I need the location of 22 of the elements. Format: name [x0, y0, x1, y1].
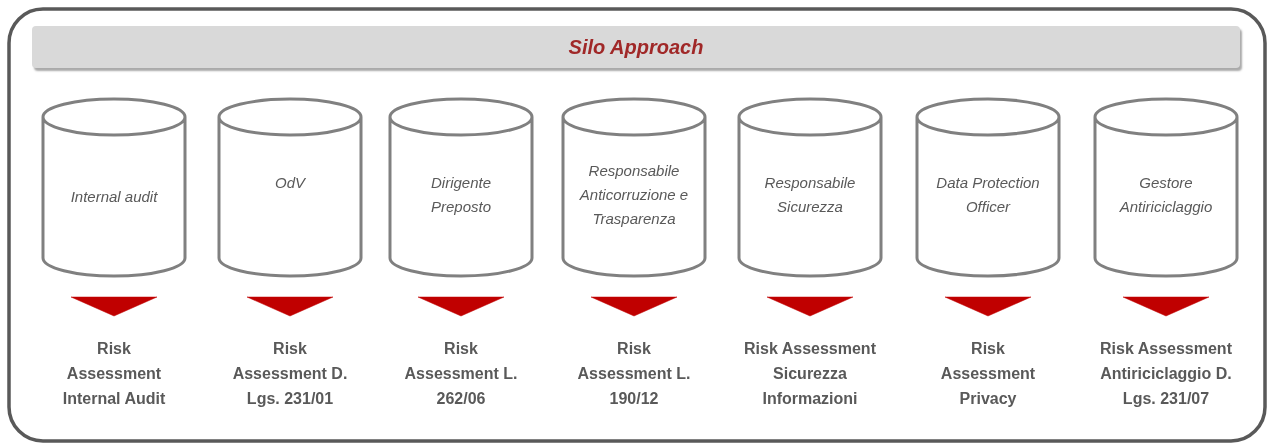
role-label: OdV [275, 173, 305, 193]
role-label: Responsabile Anticorruzione e Trasparenza [578, 161, 690, 229]
role-label: Responsabile Sicurezza [763, 173, 857, 217]
chevron-arrow [944, 296, 1032, 317]
assessment-label: Risk Assessment Privacy [939, 339, 1037, 409]
chevron-arrow [590, 296, 678, 317]
chevron-arrow [1122, 296, 1210, 317]
chevron-arrow [417, 296, 505, 317]
chevron-arrow [70, 296, 158, 317]
assessment-label: Risk Assessment Antiriciclaggio D. Lgs. 231/07 [1099, 339, 1233, 409]
chevron-arrow [766, 296, 854, 317]
assessment-label: Risk Assessment L. 190/12 [576, 339, 692, 409]
assessment-label: Risk Assessment Internal Audit [61, 339, 167, 409]
assessment-label: Risk Assessment D. Lgs. 231/01 [231, 339, 349, 409]
title-banner: Silo Approach [32, 26, 1240, 68]
assessment-label: Risk Assessment Sicurezza Informazioni [743, 339, 877, 409]
role-label: Internal audit [70, 187, 158, 207]
chevron-arrow [246, 296, 334, 317]
role-label: Gestore Antiriciclaggio [1118, 173, 1214, 217]
assessment-label: Risk Assessment L. 262/06 [403, 339, 519, 409]
role-label: Dirigente Preposto [429, 173, 492, 217]
role-label: Data Protection Officer [935, 173, 1041, 217]
